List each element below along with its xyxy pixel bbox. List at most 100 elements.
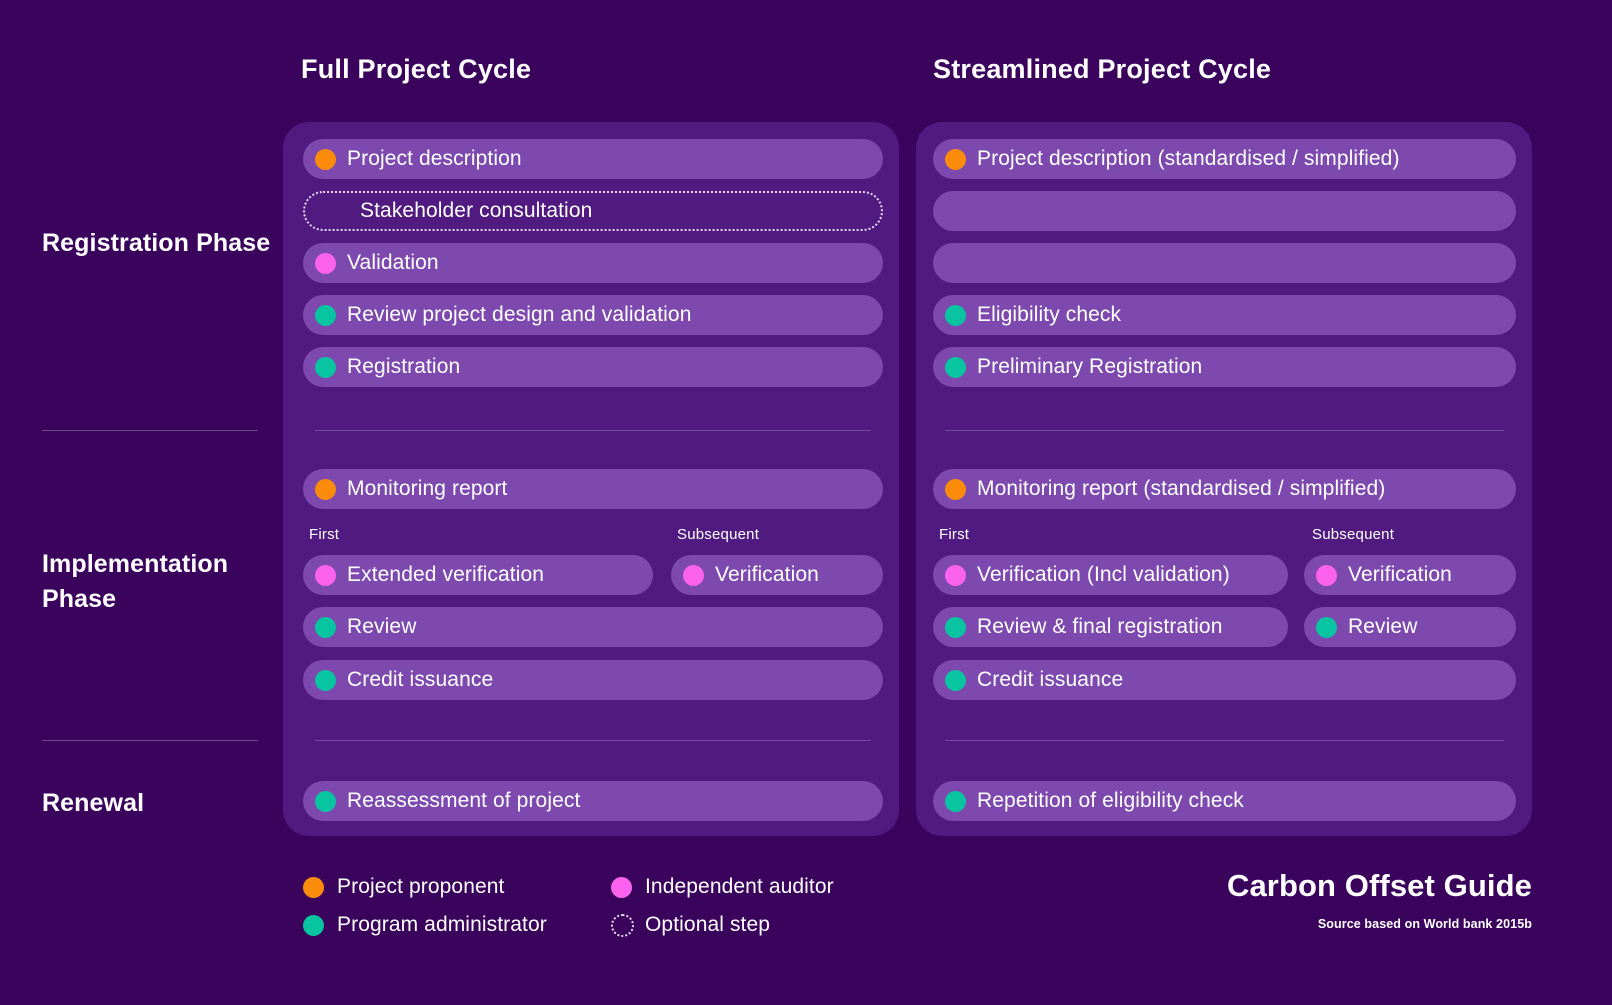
brand-source: Source based on World bank 2015b (1317, 917, 1532, 931)
card-divider-implementation (315, 740, 871, 741)
step-monitoring-report-standardised[interactable]: Monitoring report (standardised / simpli… (933, 469, 1516, 509)
legend-item-optional-step: Optional step (611, 913, 770, 937)
phase-label-renewal: Renewal (42, 789, 145, 817)
step-registration[interactable]: Registration (303, 347, 883, 387)
actor-dot-project-proponent-icon (315, 148, 336, 170)
step-verification-subsequent[interactable]: Verification (1304, 555, 1516, 595)
legend-label: Independent auditor (645, 875, 834, 898)
step-label: Review (1348, 615, 1418, 638)
step-review-project-design-and-validation[interactable]: Review project design and validation (303, 295, 883, 335)
step-repetition-of-eligibility-check[interactable]: Repetition of eligibility check (933, 781, 1516, 821)
step-monitoring-report[interactable]: Monitoring report (303, 469, 883, 509)
actor-dot-none-icon (945, 201, 966, 222)
card-divider-registration (315, 430, 871, 431)
caption-first: First (309, 526, 340, 543)
step-label: Project description (standardised / simp… (977, 147, 1400, 170)
actor-dot-none-icon (319, 201, 340, 222)
actor-dot-program-administrator-icon (945, 669, 966, 691)
step-label: Eligibility check (977, 303, 1122, 326)
legend-item-program-administrator: Program administrator (303, 913, 611, 937)
actor-dot-program-administrator-icon (315, 790, 336, 812)
caption-first: First (939, 526, 970, 543)
step-label: Project description (347, 147, 522, 170)
step-review-and-final-registration[interactable]: Review & final registration (933, 607, 1288, 647)
step-label: Preliminary Registration (977, 355, 1203, 378)
step-stakeholder-consultation[interactable]: Stakeholder consultation (303, 191, 883, 231)
caption-subsequent: Subsequent (1312, 526, 1395, 543)
legend-swatch-dotted-circle-icon (611, 913, 634, 937)
phase-divider-1 (42, 430, 258, 431)
legend-label: Optional step (645, 913, 771, 936)
full-project-cycle-card: Project description Stakeholder consulta… (283, 122, 899, 836)
step-project-description[interactable]: Project description (303, 139, 883, 179)
actor-dot-independent-auditor-icon (945, 564, 966, 586)
step-review[interactable]: Review (303, 607, 883, 647)
step-label: Registration (347, 355, 461, 378)
step-label: Repetition of eligibility check (977, 789, 1244, 812)
step-reassessment-of-project[interactable]: Reassessment of project (303, 781, 883, 821)
actor-dot-project-proponent-icon (315, 478, 336, 500)
actor-dot-independent-auditor-icon (683, 564, 704, 586)
streamlined-project-cycle-card: Project description (standardised / simp… (916, 122, 1532, 836)
phase-label-implementation: Implementation Phase (42, 550, 229, 613)
step-label: Validation (347, 251, 439, 274)
actor-dot-program-administrator-icon (945, 616, 966, 638)
step-project-description-standardised[interactable]: Project description (standardised / simp… (933, 139, 1516, 179)
column-title-streamlined-project-cycle: Streamlined Project Cycle (933, 54, 1272, 84)
step-label: Monitoring report (347, 477, 508, 500)
step-label: Verification (Incl validation) (977, 563, 1230, 586)
step-label: Review (347, 615, 417, 638)
actor-dot-independent-auditor-icon (315, 252, 336, 274)
actor-dot-program-administrator-icon (945, 356, 966, 378)
step-preliminary-registration[interactable]: Preliminary Registration (933, 347, 1516, 387)
legend-row-1: Project proponent Independent auditor (303, 868, 903, 906)
legend-row-2: Program administrator Optional step (303, 906, 903, 944)
actor-dot-independent-auditor-icon (1316, 564, 1337, 586)
step-verification-incl-validation[interactable]: Verification (Incl validation) (933, 555, 1288, 595)
step-label: Verification (1348, 563, 1452, 586)
step-label: Credit issuance (977, 668, 1124, 691)
step-extended-verification[interactable]: Extended verification (303, 555, 653, 595)
actor-dot-program-administrator-icon (945, 790, 966, 812)
card-divider-implementation (945, 740, 1504, 741)
actor-dot-program-administrator-icon (315, 669, 336, 691)
actor-dot-program-administrator-icon (945, 304, 966, 326)
step-review-subsequent[interactable]: Review (1304, 607, 1516, 647)
phase-label-registration: Registration Phase (42, 229, 271, 257)
actor-dot-program-administrator-icon (1316, 616, 1337, 638)
phase-rail: Registration Phase Implementation Phase … (0, 0, 283, 1005)
actor-dot-independent-auditor-icon (315, 564, 336, 586)
legend-item-independent-auditor: Independent auditor (611, 875, 834, 899)
step-credit-issuance[interactable]: Credit issuance (933, 660, 1516, 700)
legend-label: Project proponent (337, 875, 505, 898)
actor-dot-program-administrator-icon (315, 356, 336, 378)
actor-dot-program-administrator-icon (315, 304, 336, 326)
step-label: Stakeholder consultation (360, 199, 593, 222)
actor-dot-project-proponent-icon (945, 478, 966, 500)
step-label: Reassessment of project (347, 789, 581, 812)
actor-dot-none-icon (945, 253, 966, 274)
step-label: Review project design and validation (347, 303, 692, 326)
legend-swatch-orange-icon (303, 876, 324, 898)
brand-block: Carbon Offset Guide Source based on Worl… (1227, 868, 1532, 931)
brand-title: Carbon Offset Guide (1226, 868, 1532, 903)
step-label: Monitoring report (standardised / simpli… (977, 477, 1386, 500)
step-label: Credit issuance (347, 668, 494, 691)
step-placeholder-1 (933, 191, 1516, 231)
legend-item-project-proponent: Project proponent (303, 875, 611, 899)
caption-subsequent: Subsequent (677, 526, 760, 543)
card-divider-registration (945, 430, 1504, 431)
step-credit-issuance[interactable]: Credit issuance (303, 660, 883, 700)
step-validation[interactable]: Validation (303, 243, 883, 283)
column-title-full-project-cycle: Full Project Cycle (301, 54, 532, 84)
step-placeholder-2 (933, 243, 1516, 283)
legend-swatch-pink-icon (611, 876, 632, 898)
phase-divider-2 (42, 740, 258, 741)
step-eligibility-check[interactable]: Eligibility check (933, 295, 1516, 335)
step-label: Extended verification (347, 563, 545, 586)
step-verification-subsequent[interactable]: Verification (671, 555, 883, 595)
legend-label: Program administrator (337, 913, 547, 936)
legend-swatch-teal-icon (303, 914, 324, 936)
step-label: Verification (715, 563, 819, 586)
